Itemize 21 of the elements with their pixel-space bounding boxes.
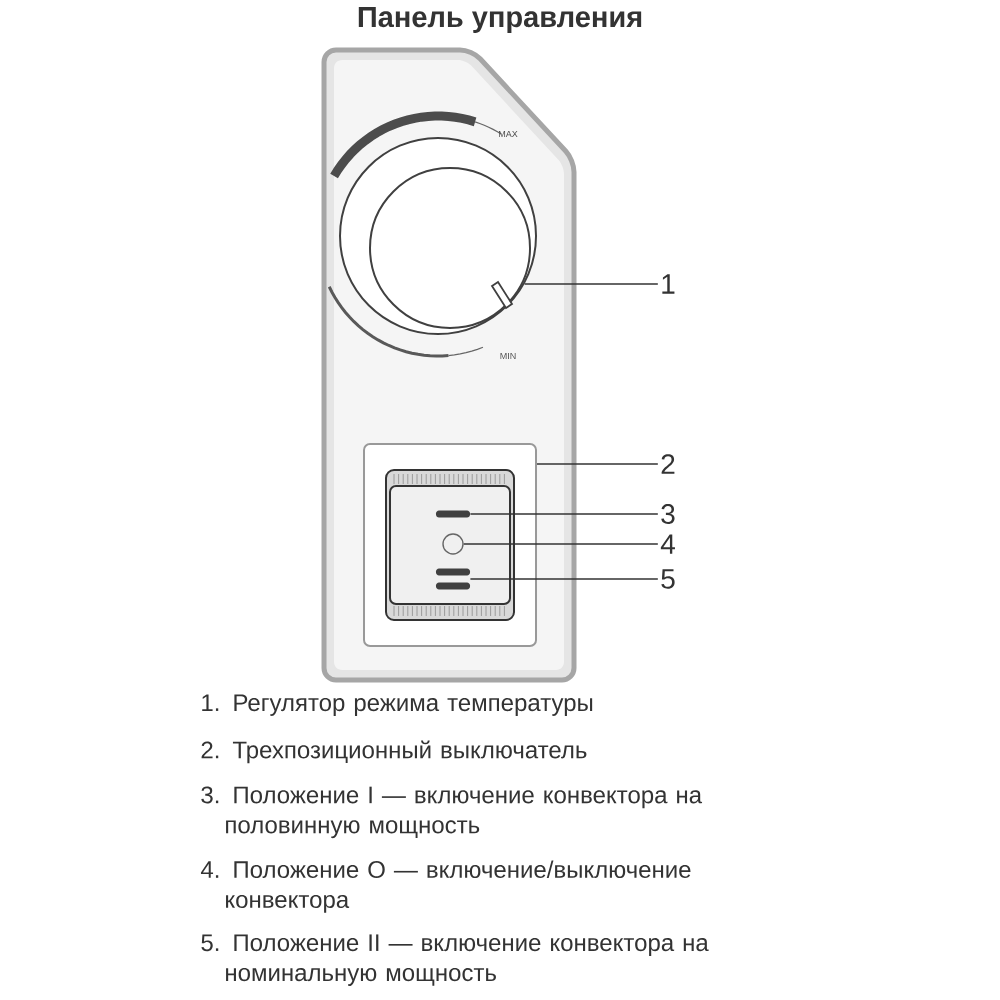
callout-number: 2 xyxy=(661,454,675,474)
leader-line xyxy=(462,543,659,545)
title: Панель управления xyxy=(358,7,642,33)
callout-number: 1 xyxy=(662,274,675,294)
list-item: 3. Положение I — включение конвектора на половинную мощность xyxy=(201,786,703,839)
leader-line xyxy=(523,283,659,285)
list-item: 1. Регулятор режима температуры xyxy=(202,694,593,716)
list-item: 2. Трехпозиционный выключатель xyxy=(201,740,587,764)
position-mark xyxy=(436,510,470,518)
position-mark xyxy=(442,533,464,555)
dial-knob xyxy=(339,137,537,335)
leader-line xyxy=(469,578,659,580)
callout-number: 3 xyxy=(661,504,675,524)
leader-line xyxy=(469,513,659,515)
rocker-switch xyxy=(363,443,537,647)
list-item: 5. Положение II — включение конвектора на номинальную мощность xyxy=(201,934,709,986)
position-mark xyxy=(436,568,470,590)
leader-line xyxy=(536,463,659,465)
callout-number: 5 xyxy=(661,569,675,589)
list-item: 4. Положение O — включение/выключение конвектора xyxy=(200,860,691,913)
callout-number: 4 xyxy=(660,534,675,554)
